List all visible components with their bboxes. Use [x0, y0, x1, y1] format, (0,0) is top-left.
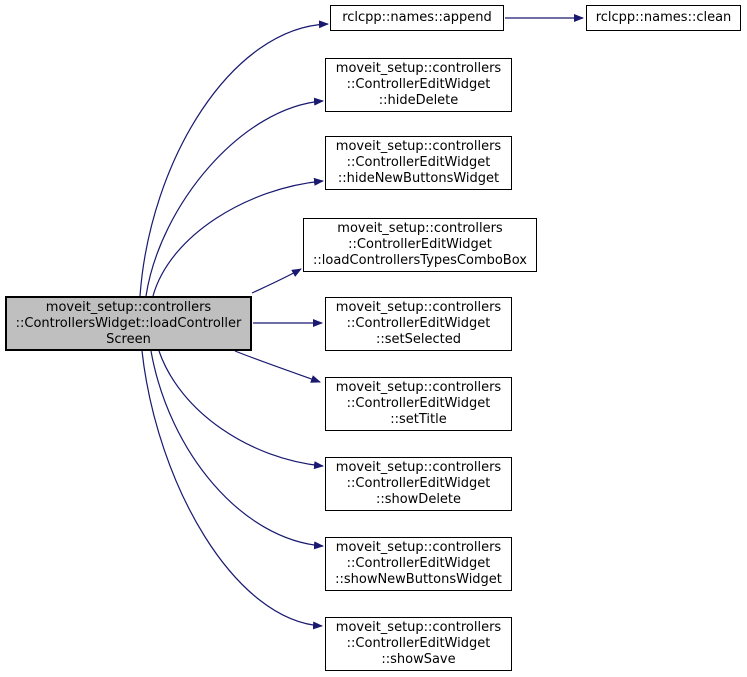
node-label-line: moveit_setup::controllers	[335, 620, 502, 635]
edge-loadControllerScreen-hideDelete	[145, 97, 324, 297]
node-label-line: moveit_setup::controllers	[335, 300, 502, 315]
node-setTitle[interactable]: moveit_setup::controllers::ControllerEdi…	[325, 377, 512, 431]
node-label-line: moveit_setup::controllers	[335, 460, 502, 475]
edge-loadControllerScreen-hideNewButtonsWidget	[152, 177, 324, 297]
edge-loadControllerScreen-append	[139, 20, 329, 297]
node-label-line: moveit_setup::controllers	[335, 61, 502, 76]
node-label-line: ::hideNewButtonsWidget	[337, 171, 500, 186]
node-label-line: Screen	[106, 331, 151, 347]
node-label-line: moveit_setup::controllers	[335, 540, 502, 555]
node-label-line: ::setSelected	[376, 332, 461, 347]
node-label-line: ::ControllerEditWidget	[346, 476, 491, 491]
node-label-line: ::ControllerEditWidget	[346, 396, 491, 411]
node-label-line: ::hideDelete	[378, 93, 459, 108]
edge-loadControllerScreen-showSave	[141, 350, 323, 630]
node-label-line: ::showSave	[381, 652, 456, 667]
node-loadControllerScreen: moveit_setup::controllers::ControllersWi…	[5, 296, 252, 351]
node-label-line: ::ControllerEditWidget	[346, 77, 491, 92]
node-label-line: rclcpp::names::append	[342, 10, 492, 25]
node-label-line: moveit_setup::controllers	[335, 380, 502, 395]
edge-loadControllerScreen-showNewButtonsWidget	[150, 350, 324, 550]
node-label-line: ::ControllerEditWidget	[346, 155, 491, 170]
node-label-line: moveit_setup::controllers	[45, 299, 212, 315]
node-label-line: ::ControllerEditWidget	[346, 556, 491, 571]
node-label-line: ::ControllerEditWidget	[346, 636, 491, 651]
node-label-line: moveit_setup::controllers	[335, 139, 502, 154]
node-append[interactable]: rclcpp::names::append	[330, 5, 504, 31]
node-label-line: ::ControllersWidget::loadController	[15, 315, 242, 331]
node-label-line: rclcpp::names::clean	[595, 10, 732, 25]
node-showDelete[interactable]: moveit_setup::controllers::ControllerEdi…	[325, 457, 512, 511]
node-hideNewButtonsWidget[interactable]: moveit_setup::controllers::ControllerEdi…	[325, 136, 512, 190]
node-label-line: ::ControllerEditWidget	[346, 316, 491, 331]
node-label-line: ::loadControllersTypesComboBox	[313, 253, 527, 268]
node-label-line: moveit_setup::controllers	[337, 221, 503, 236]
node-label-line: ::setTitle	[390, 412, 447, 427]
node-showNewButtonsWidget[interactable]: moveit_setup::controllers::ControllerEdi…	[325, 537, 512, 591]
edge-loadControllerScreen-showDelete	[158, 350, 324, 470]
node-loadControllersTypesComboBox[interactable]: moveit_setup::controllers::ControllerEdi…	[303, 218, 537, 272]
node-hideDelete[interactable]: moveit_setup::controllers::ControllerEdi…	[325, 58, 512, 112]
node-label-line: ::showNewButtonsWidget	[335, 572, 502, 587]
edge-loadControllerScreen-loadControllersTypesComboBox	[251, 268, 302, 294]
edge-loadControllerScreen-setTitle	[234, 350, 321, 383]
node-clean[interactable]: rclcpp::names::clean	[586, 5, 741, 31]
node-setSelected[interactable]: moveit_setup::controllers::ControllerEdi…	[325, 297, 512, 351]
node-label-line: ::showDelete	[375, 492, 462, 507]
node-label-line: ::ControllerEditWidget	[348, 237, 492, 252]
node-showSave[interactable]: moveit_setup::controllers::ControllerEdi…	[325, 617, 512, 671]
